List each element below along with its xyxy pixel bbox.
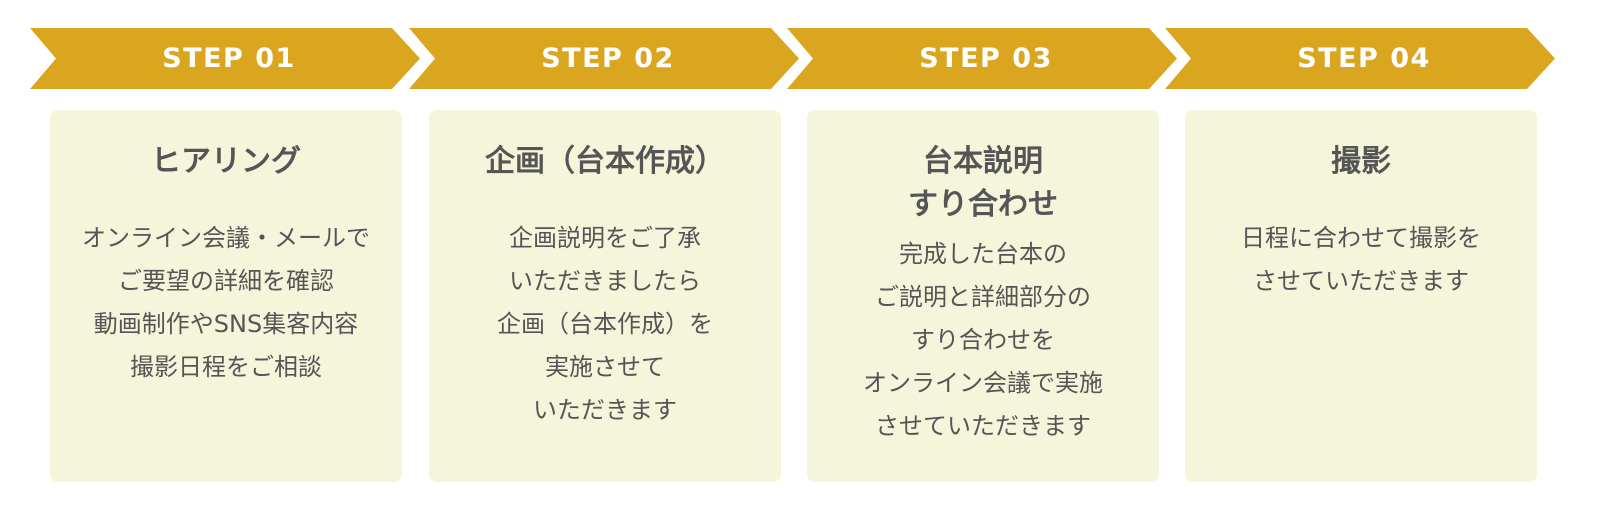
step-02-body: 企画説明をご了承 いただきましたら 企画（台本作成）を 実施させて いただきます — [429, 217, 781, 432]
step-01-title: ヒアリング — [50, 140, 402, 183]
step-01-label: STEP 01 — [162, 43, 296, 74]
step-04-label: STEP 04 — [1297, 43, 1431, 74]
step-03-body-line: 完成した台本の — [899, 240, 1067, 268]
step-03-title-line: 台本説明 — [923, 144, 1043, 179]
step-02-body-line: いただきます — [533, 396, 677, 424]
step-02-body-line: 企画（台本作成）を — [497, 310, 713, 338]
step-03-body-line: させていただきます — [875, 412, 1091, 440]
step-02-title: 企画（台本作成） — [429, 140, 781, 183]
step-03-label: STEP 03 — [919, 43, 1053, 74]
step-02: STEP 02 企画（台本作成） 企画説明をご了承 いただきましたら 企画（台本… — [409, 0, 799, 519]
step-02-label: STEP 02 — [541, 43, 675, 74]
step-04-title: 撮影 — [1185, 140, 1537, 183]
step-03-body-line: ご説明と詳細部分の — [875, 283, 1091, 311]
step-02-body-line: いただきましたら — [509, 267, 701, 295]
step-04-chevron: STEP 04 — [1165, 28, 1555, 89]
step-03-body-line: オンライン会議で実施 — [863, 369, 1103, 397]
step-02-chevron: STEP 02 — [409, 28, 799, 89]
step-01-body-line: オンライン会議・メールで — [82, 224, 370, 252]
step-03-title: 台本説明 すり合わせ — [807, 140, 1159, 226]
step-04: STEP 04 撮影 日程に合わせて撮影を させていただきます — [1165, 0, 1555, 519]
step-04-body-line: 日程に合わせて撮影を — [1241, 224, 1481, 252]
step-01-card: ヒアリング オンライン会議・メールで ご要望の詳細を確認 動画制作やSNS集客内… — [50, 110, 402, 482]
step-04-card: 撮影 日程に合わせて撮影を させていただきます — [1185, 110, 1537, 482]
step-01-body-line: 撮影日程をご相談 — [130, 353, 322, 381]
step-01-title-line: ヒアリング — [151, 144, 301, 179]
step-02-title-line: 企画（台本作成） — [485, 144, 725, 179]
step-03-chevron: STEP 03 — [787, 28, 1177, 89]
step-02-body-line: 実施させて — [545, 353, 665, 381]
step-04-body-line: させていただきます — [1253, 267, 1469, 295]
step-02-body-line: 企画説明をご了承 — [509, 224, 701, 252]
step-01-chevron: STEP 01 — [30, 28, 420, 89]
step-03: STEP 03 台本説明 すり合わせ 完成した台本の ご説明と詳細部分の すり合… — [787, 0, 1177, 519]
step-03-title-line: すり合わせ — [908, 187, 1058, 222]
step-01-body-line: ご要望の詳細を確認 — [118, 267, 334, 295]
step-04-body: 日程に合わせて撮影を させていただきます — [1185, 217, 1537, 303]
step-03-body: 完成した台本の ご説明と詳細部分の すり合わせを オンライン会議で実施 させてい… — [807, 233, 1159, 448]
step-03-card: 台本説明 すり合わせ 完成した台本の ご説明と詳細部分の すり合わせを オンライ… — [807, 110, 1159, 482]
step-03-body-line: すり合わせを — [911, 326, 1055, 354]
step-04-title-line: 撮影 — [1331, 144, 1391, 179]
step-01: STEP 01 ヒアリング オンライン会議・メールで ご要望の詳細を確認 動画制… — [30, 0, 420, 519]
step-01-body: オンライン会議・メールで ご要望の詳細を確認 動画制作やSNS集客内容 撮影日程… — [50, 217, 402, 389]
step-01-body-line: 動画制作やSNS集客内容 — [93, 310, 359, 338]
step-02-card: 企画（台本作成） 企画説明をご了承 いただきましたら 企画（台本作成）を 実施さ… — [429, 110, 781, 482]
